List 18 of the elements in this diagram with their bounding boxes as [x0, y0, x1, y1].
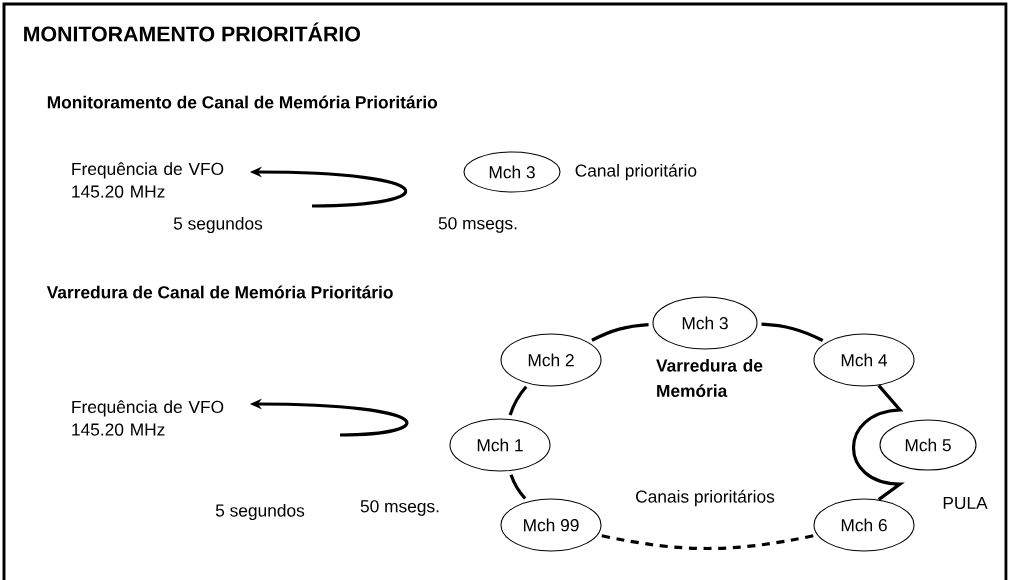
- timing-text: 50 msegs.: [438, 217, 517, 233]
- section-heading: Varredura de Canal de Memória Prioritário: [46, 285, 393, 299]
- center-text: Varredura de Memória: [656, 358, 763, 397]
- timing-text: 5 segundos: [215, 503, 305, 521]
- edge-label: PULA: [941, 495, 989, 511]
- timing-text: 5 segundos: [173, 216, 263, 234]
- connector-line: [591, 323, 649, 342]
- connector-line: [508, 385, 528, 416]
- timing-text: 50 msegs.: [360, 500, 439, 516]
- section-heading: Monitoramento de Canal de Memória Prioritário: [47, 95, 438, 109]
- connector-line: [601, 534, 814, 551]
- timing-text: Canais prioritários: [636, 489, 775, 507]
- beside-text: Canal prioritário: [575, 163, 697, 181]
- title: MONITORAMENTO PRIORITÁRIO: [24, 22, 360, 42]
- frequency-text: Frequência de VFO 145.20 MHz: [72, 162, 224, 198]
- frequency-text: Frequência de VFO 145.20 MHz: [72, 400, 224, 436]
- connector-line: [509, 474, 527, 500]
- connector-line: [761, 322, 824, 342]
